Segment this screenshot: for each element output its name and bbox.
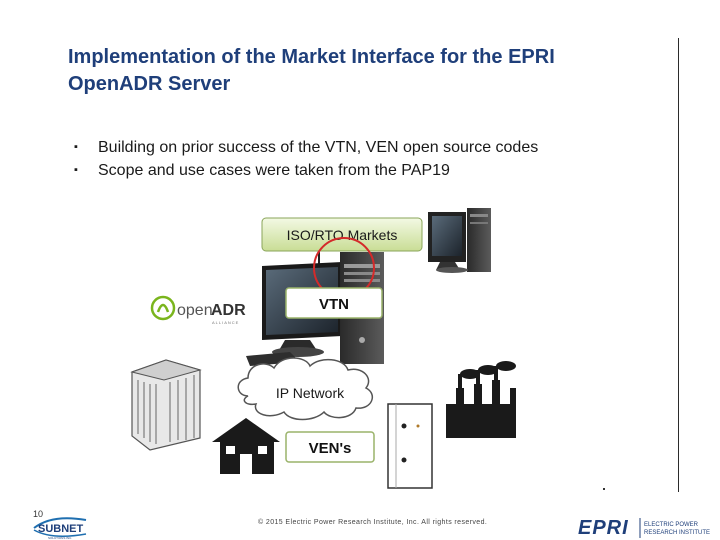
vtn-label: VTN (319, 296, 349, 313)
openadr-logo-prefix: open (177, 302, 213, 319)
slide-title: Implementation of the Market Interface f… (68, 46, 555, 95)
openadr-logo-tagline: ALLIANCE (212, 320, 239, 325)
iso-computer-icon (428, 208, 491, 273)
vtn-box: VTN (285, 287, 383, 319)
bullet-text: Building on prior success of the VTN, VE… (98, 139, 539, 156)
page-number: 10 (33, 509, 44, 519)
subnet-logo: SUBNET SOLUTIONS INC. (33, 517, 87, 540)
vens-box: VEN's (285, 431, 375, 463)
bullet-item: ▪ Building on prior success of the VTN, … (74, 136, 634, 159)
vens-label: VEN's (309, 440, 352, 457)
epri-logo-mark: EPRI (578, 517, 629, 539)
subnet-logo-tagline: SOLUTIONS INC. (48, 536, 72, 540)
epri-logo: EPRI ELECTRIC POWER RESEARCH INSTITUTE (578, 517, 710, 539)
epri-logo-line1: ELECTRIC POWER (644, 522, 699, 528)
house-icon (212, 418, 280, 474)
bullet-item: ▪ Scope and use cases were taken from th… (74, 159, 634, 182)
ip-network-cloud: IP Network (237, 357, 374, 421)
bullet-marker: ▪ (74, 164, 78, 176)
factory-icon (446, 361, 516, 438)
openadr-logo: open ADR ALLIANCE (150, 295, 246, 325)
subnet-logo-text: SUBNET (38, 523, 84, 535)
iso-rto-markets-box: ISO/RTO Markets (261, 217, 423, 252)
iso-rto-markets-label: ISO/RTO Markets (287, 227, 398, 243)
ac-unit-icon (130, 359, 202, 451)
bullet-list: ▪ Building on prior success of the VTN, … (74, 136, 634, 182)
ip-network-label: IP Network (276, 385, 345, 401)
openadr-logo-suffix: ADR (211, 302, 246, 319)
copyright-text: © 2015 Electric Power Research Institute… (258, 519, 488, 526)
stray-mark (603, 488, 605, 490)
epri-logo-line2: RESEARCH INSTITUTE (644, 530, 710, 536)
bullet-text: Scope and use cases were taken from the … (98, 162, 450, 179)
right-divider (678, 38, 679, 492)
water-heater-icon (387, 403, 433, 489)
bullet-marker: ▪ (74, 141, 78, 153)
